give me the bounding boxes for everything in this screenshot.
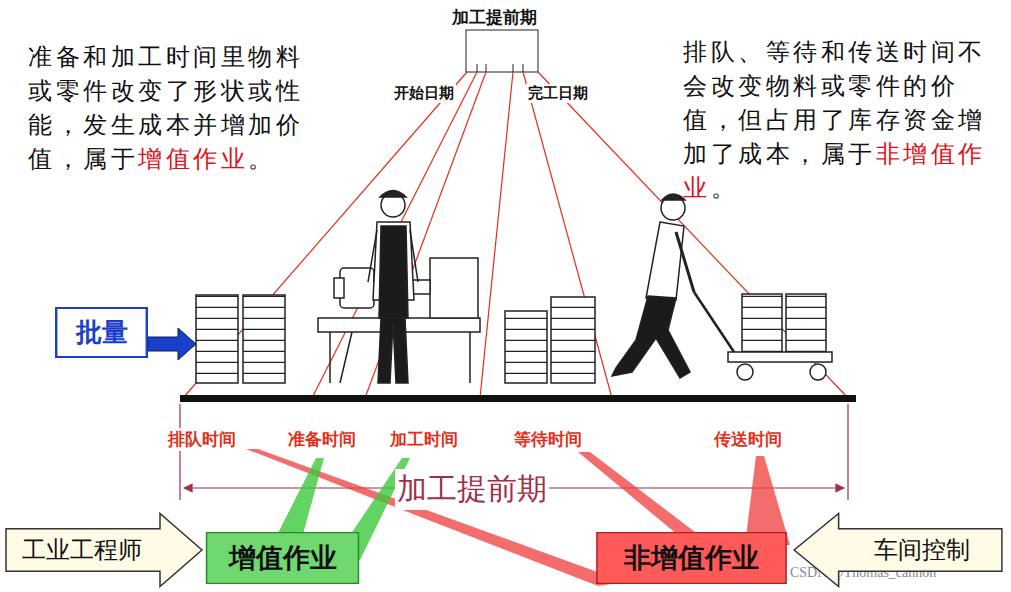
node-text: 批量 xyxy=(76,315,128,350)
note-text: 。 xyxy=(711,175,739,201)
node-shape xyxy=(794,514,1002,587)
note-text: 。 xyxy=(248,146,276,172)
node-text: 增值作业 xyxy=(229,540,337,576)
time-label: 加工时间 xyxy=(388,428,460,451)
non-value-added-box: 非增值作业 xyxy=(595,532,788,584)
role-arrow: 车间控制 xyxy=(792,512,1004,588)
batch-box: 批量 xyxy=(55,307,148,358)
node-shape xyxy=(56,308,147,358)
time-label: 等待时间 xyxy=(512,428,584,451)
highlight-term: 增值作业 xyxy=(138,146,248,172)
node-shape xyxy=(597,533,786,584)
finish-date-label: 完工日期 xyxy=(526,84,590,103)
node-shape xyxy=(207,533,359,584)
start-date-label: 开始日期 xyxy=(392,84,456,103)
role-arrow: 工业工程师 xyxy=(4,512,204,588)
non-value-added-note: 排队、等待和传送时间不会改变物料或零件的价值，但占用了库存资金增加了成本，属于非… xyxy=(683,35,995,205)
time-label: 准备时间 xyxy=(286,428,358,451)
node-text: 车间控制 xyxy=(874,534,970,566)
value-added-box: 增值作业 xyxy=(205,532,360,584)
node-text: 非增值作业 xyxy=(624,540,759,576)
node-text: 工业工程师 xyxy=(22,534,142,566)
lead-time-span-label: 加工提前期 xyxy=(395,469,549,510)
value-added-note: 准备和加工时间里物料或零件改变了形状或性能，发生成本并增加价值，属于增值作业。 xyxy=(28,40,320,176)
node-shape xyxy=(6,514,202,587)
lead-time-title: 加工提前期 xyxy=(452,6,537,29)
time-label: 排队时间 xyxy=(166,428,238,451)
time-label: 传送时间 xyxy=(712,428,784,451)
